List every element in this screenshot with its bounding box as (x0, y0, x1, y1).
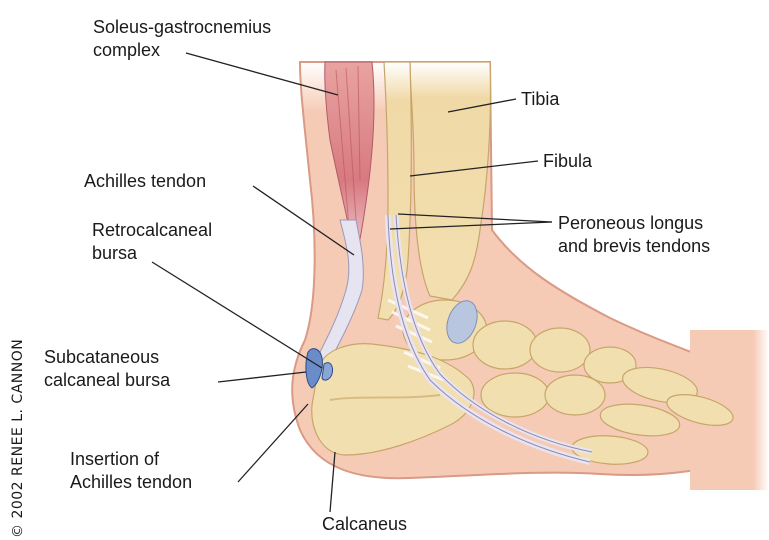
label-insertion-achilles: Insertion of Achilles tendon (70, 448, 192, 494)
label-subcutaneous-bursa: Subcataneous calcaneal bursa (44, 346, 170, 392)
label-fibula: Fibula (543, 150, 592, 173)
leader-insertion (238, 404, 308, 482)
label-retrocalcaneal-bursa: Retrocalcaneal bursa (92, 219, 212, 265)
label-peroneous-tendons: Peroneous longus and brevis tendons (558, 212, 710, 258)
label-soleus-gastrocnemius: Soleus-gastrocnemius complex (93, 16, 271, 62)
leader-retro (152, 262, 322, 368)
copyright-notice: © 2002 RENEE L. CANNON (10, 339, 26, 538)
label-calcaneus: Calcaneus (322, 513, 407, 536)
label-tibia: Tibia (521, 88, 559, 111)
label-achilles-tendon: Achilles tendon (84, 170, 206, 193)
